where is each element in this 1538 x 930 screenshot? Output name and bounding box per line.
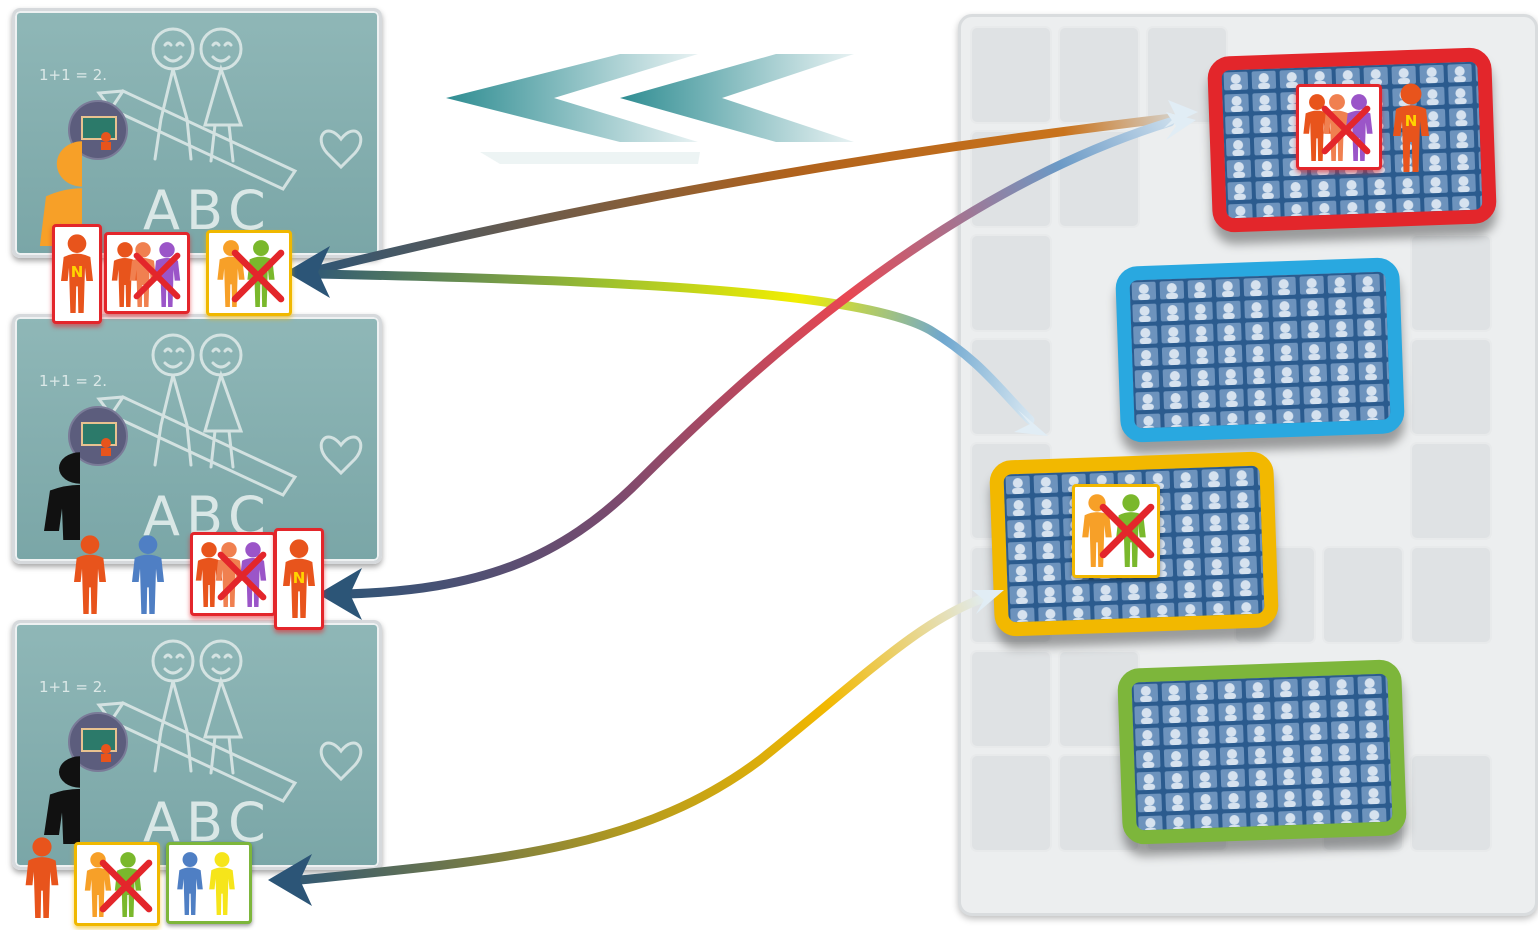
teacher-at-board-icon [68, 100, 128, 160]
pair-card-separated [74, 842, 160, 926]
badge-letter: N [71, 263, 84, 281]
person-figure-icon [126, 534, 170, 614]
chalk-drawing [96, 27, 363, 191]
arrowhead [268, 854, 312, 906]
arrowhead [286, 246, 330, 298]
badge-letter: N [1405, 112, 1418, 130]
group-blue [1115, 257, 1405, 443]
pair-card-separated [206, 230, 292, 316]
arrowhead [972, 590, 1004, 614]
person-figure-icon [68, 534, 112, 614]
pair-card-separated [1072, 484, 1160, 578]
chalk-drawing [96, 333, 363, 497]
teacher-at-board-icon [68, 406, 128, 466]
person-figure-icon [20, 836, 64, 918]
face-mosaic-icon [1131, 673, 1393, 831]
board-formula: 1+1 = 2. [39, 372, 108, 390]
arrow-board1-yellow-group [313, 269, 1035, 425]
double-chevron-left-icon [446, 54, 854, 164]
pair-card-separated [190, 532, 276, 616]
arrowhead [1166, 112, 1196, 140]
pair-card [166, 842, 252, 924]
arrow-board2-red-group [341, 117, 1175, 599]
arrow-board1-red-group [313, 113, 1177, 275]
face-mosaic-icon [1129, 271, 1391, 429]
arrowhead [1014, 410, 1048, 436]
pair-card-separated [104, 232, 190, 314]
board-formula: 1+1 = 2. [39, 66, 108, 84]
arrowhead [318, 568, 362, 620]
group-green [1117, 659, 1407, 845]
teacher-at-board-icon [68, 712, 128, 772]
person-figure-icon [32, 450, 80, 540]
pair-card-separated [1296, 84, 1382, 170]
student-card-new: N [52, 224, 102, 324]
chalk-drawing [96, 639, 363, 803]
badge-letter: N [293, 569, 306, 587]
person-figure-icon: N [1390, 82, 1432, 172]
student-card-new: N [274, 528, 324, 630]
board-formula: 1+1 = 2. [39, 678, 108, 696]
arrow-board3-yellow-group [295, 593, 989, 885]
person-figure-icon [32, 754, 80, 844]
